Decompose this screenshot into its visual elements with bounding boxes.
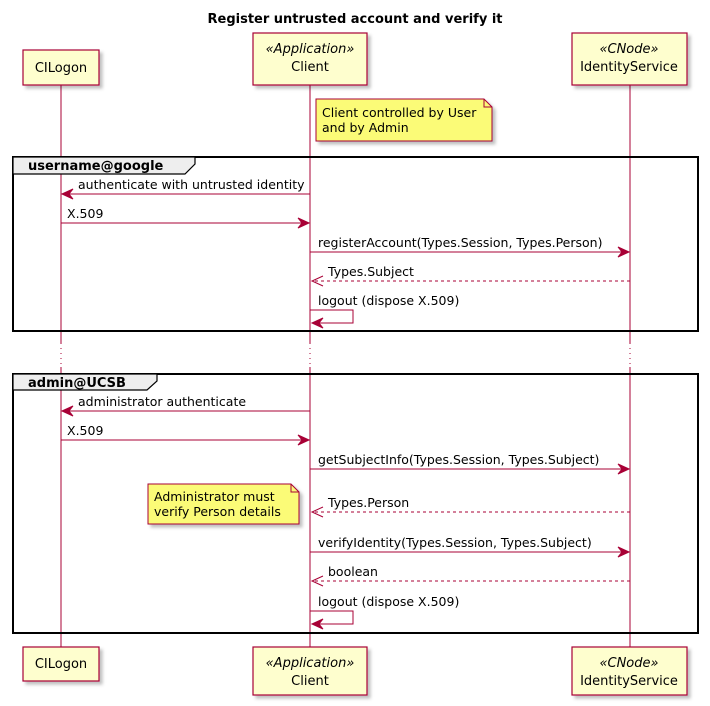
message[interactable]: administrator authenticate	[60, 394, 310, 417]
group-frame-admin-ucsb: admin@UCSB	[12, 373, 699, 634]
note-line: and by Admin	[322, 120, 409, 135]
message-label: getSubjectInfo(Types.Session, Types.Subj…	[318, 452, 599, 467]
message[interactable]: getSubjectInfo(Types.Session, Types.Subj…	[310, 452, 631, 475]
message-label: X.509	[67, 423, 103, 438]
message[interactable]: Types.Person	[310, 495, 630, 518]
participant-client-stereotype: «Application»	[266, 42, 355, 57]
message[interactable]: boolean	[310, 564, 630, 587]
group-frame-username-google: username@google	[12, 156, 699, 332]
message-label: authenticate with untrusted identity	[78, 177, 305, 192]
participant-cilogon-top[interactable]: CILogon	[22, 49, 100, 86]
note-admin-verify: Administrator must verify Person details	[147, 483, 300, 525]
message-label: logout (dispose X.509)	[318, 293, 459, 308]
participant-identity-name: IdentityService	[580, 60, 678, 75]
message-label: verifyIdentity(Types.Session, Types.Subj…	[318, 535, 592, 550]
group-label: admin@UCSB	[28, 376, 126, 391]
message-label: boolean	[328, 564, 378, 579]
participant-identity-bottom[interactable]: «CNode» IdentityService	[571, 646, 688, 696]
message[interactable]: registerAccount(Types.Session, Types.Per…	[310, 235, 631, 258]
participant-identity-stereotype: «CNode»	[599, 42, 658, 57]
message-label: administrator authenticate	[78, 394, 246, 409]
group-label: username@google	[28, 159, 164, 174]
note-client-controlled: Client controlled by User and by Admin	[315, 98, 493, 142]
participant-cilogon-name: CILogon	[35, 61, 87, 76]
participant-cilogon-bottom[interactable]: CILogon	[22, 646, 100, 682]
participant-identity-top[interactable]: «CNode» IdentityService	[571, 32, 688, 86]
message-label: logout (dispose X.509)	[318, 594, 459, 609]
lifelines	[60, 85, 631, 647]
participant-cilogon-name: CILogon	[35, 657, 87, 672]
message-label: X.509	[67, 206, 103, 221]
note-line: Administrator must	[154, 489, 275, 504]
note-line: Client controlled by User	[322, 105, 477, 120]
message-label: Types.Person	[327, 495, 409, 510]
diagram-title: Register untrusted account and verify it	[208, 12, 503, 27]
message[interactable]: authenticate with untrusted identity	[60, 177, 310, 200]
participant-identity-stereotype: «CNode»	[599, 656, 658, 671]
message-label: Types.Subject	[327, 264, 414, 279]
participant-client-top[interactable]: «Application» Client	[252, 32, 368, 86]
message[interactable]: X.509	[61, 423, 311, 446]
participant-client-bottom[interactable]: «Application» Client	[252, 646, 368, 696]
participant-client-stereotype: «Application»	[266, 656, 355, 671]
participant-identity-name: IdentityService	[580, 674, 678, 689]
message[interactable]: Types.Subject	[310, 264, 630, 287]
participant-client-name: Client	[291, 674, 329, 689]
note-line: verify Person details	[154, 504, 281, 519]
message-self[interactable]: logout (dispose X.509)	[310, 293, 459, 329]
message[interactable]: verifyIdentity(Types.Session, Types.Subj…	[310, 535, 631, 558]
message[interactable]: X.509	[61, 206, 311, 229]
message-label: registerAccount(Types.Session, Types.Per…	[318, 235, 602, 250]
message-self[interactable]: logout (dispose X.509)	[310, 594, 459, 630]
participant-client-name: Client	[291, 60, 329, 75]
